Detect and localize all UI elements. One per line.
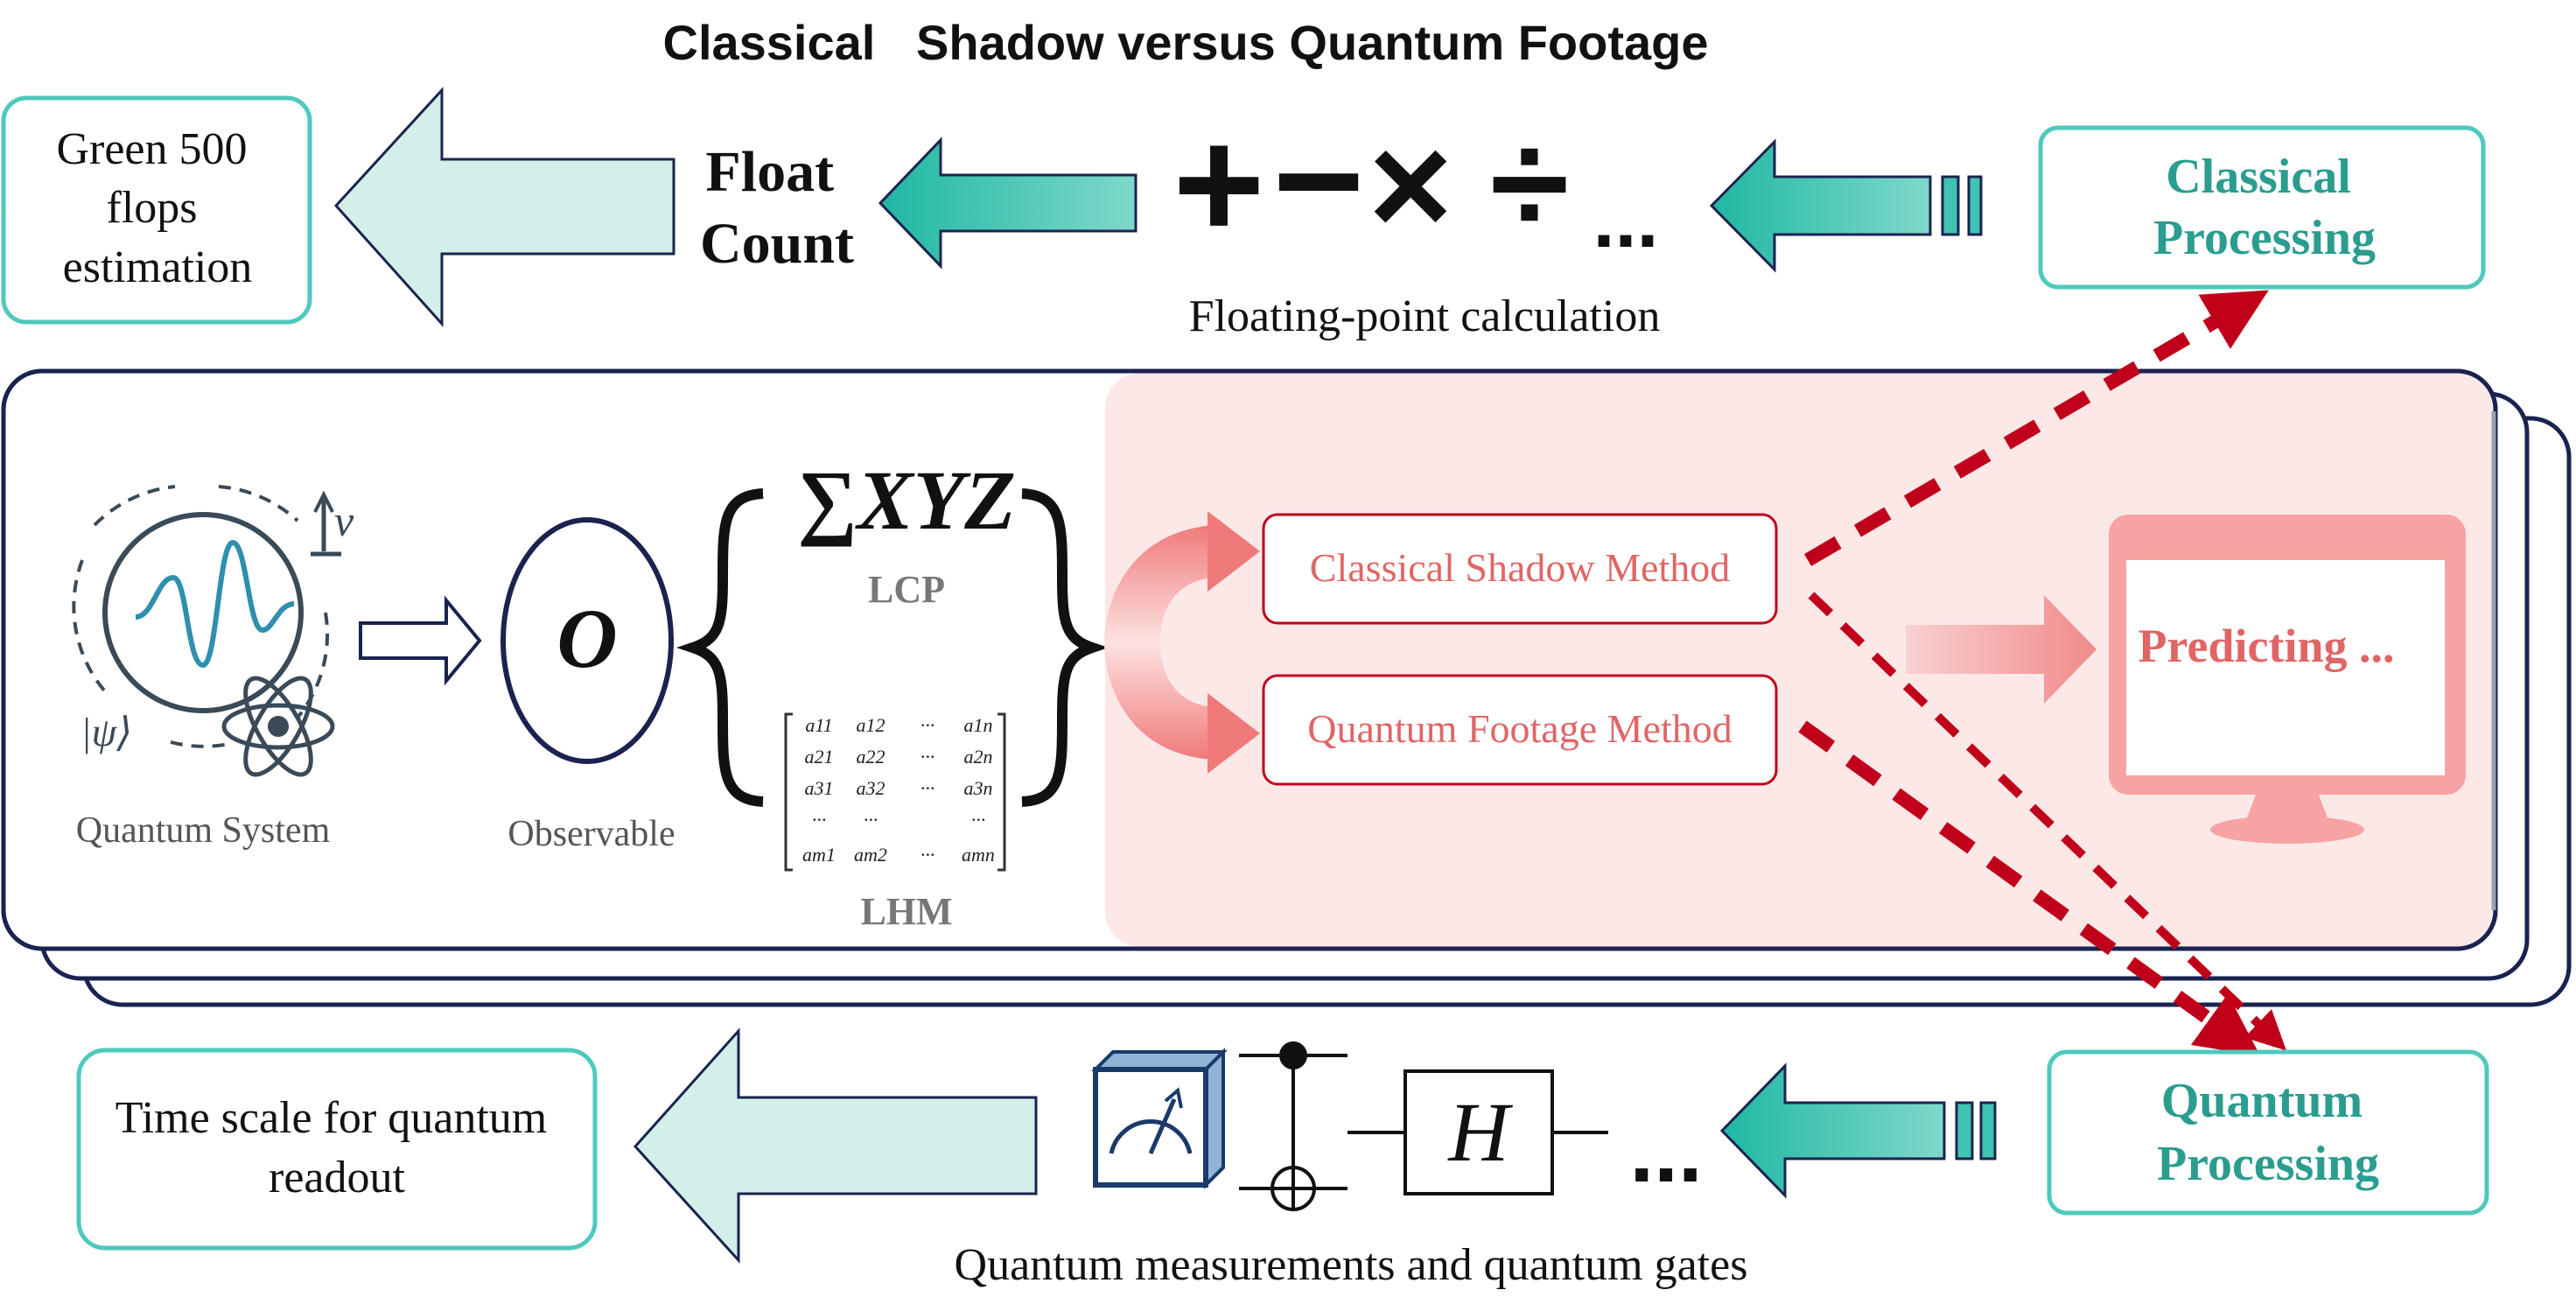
- matrix-cell: ···: [864, 809, 878, 831]
- left-brace-icon: [676, 488, 764, 807]
- matrix-cell: ···: [920, 844, 935, 866]
- svg-text:Green 500 flops es: Green 500 flops estimation: [56, 124, 258, 292]
- matrix-cell: amn: [962, 844, 995, 866]
- gates-ellipsis: ...: [1629, 1103, 1702, 1201]
- hollow-arrow-icon: [359, 595, 482, 686]
- lcp-label: LCP: [868, 568, 945, 611]
- quantum-gates-caption: Quantum measurements and quantum gates: [955, 1240, 1748, 1290]
- green500-line-1: Green 500: [56, 124, 247, 174]
- times-operator: ×: [1368, 104, 1452, 265]
- lhm-label: LHM: [860, 890, 952, 933]
- classical-shadow-method-box: Classical Shadow Method: [1262, 513, 1778, 625]
- light-teal-arrow-bottom: [633, 1027, 1038, 1264]
- svg-text:Time scale for quantum r: Time scale for quantum readout: [116, 1093, 558, 1202]
- quantum-footage-method-box: Quantum Footage Method: [1262, 674, 1778, 786]
- matrix-cell: ···: [920, 746, 935, 768]
- diagram-title: Classical Shadow versus Quantum Footage: [663, 15, 1709, 70]
- observable-ellipse: [500, 517, 674, 764]
- green500-line-3: estimation: [63, 242, 253, 292]
- svg-text:Quantum Processing: Quantum Processing: [2157, 1074, 2379, 1191]
- measurement-icon: [1091, 1048, 1228, 1189]
- atom-icon: [221, 676, 335, 777]
- matrix-cell: ···: [920, 777, 935, 799]
- matrix-cell: ···: [971, 809, 986, 831]
- light-teal-arrow-top: [333, 87, 676, 327]
- divide-operator: ÷: [1490, 102, 1570, 263]
- quantum-processing-box: Quantum Processing: [2047, 1049, 2489, 1216]
- matrix-cell: a11: [805, 714, 832, 736]
- monitor-icon: [2109, 515, 2466, 844]
- float-count-label: Float Count: [700, 140, 854, 276]
- svg-text:H: H: [1446, 1085, 1513, 1179]
- matrix: a11 a12 ··· a1n a21 a22 ··· a2n a31 a32 ··· a3n ··· ·…: [784, 712, 1006, 872]
- matrix-cell: a12: [857, 714, 886, 736]
- matrix-cell: a3n: [964, 777, 993, 799]
- matrix-cell: ···: [812, 809, 827, 831]
- matrix-cell: a22: [857, 746, 886, 768]
- matrix-cell: a2n: [964, 746, 993, 768]
- right-brace-icon: [1021, 488, 1109, 807]
- matrix-cell: a32: [857, 777, 886, 799]
- matrix-cell: am1: [802, 844, 836, 866]
- green500-box: Green 500 flops estimation: [1, 95, 312, 325]
- svg-text:Classical Shadow Method: Classical Shadow Method: [1310, 545, 1730, 590]
- sum-xyz: ∑XYZ: [797, 453, 1016, 547]
- teal-arrow-bottom-right: [1719, 1062, 1997, 1199]
- svg-text:Quantum Footage Method: Quantum Footage Method: [1307, 706, 1732, 751]
- pink-arrow-to-monitor: [1906, 595, 2096, 704]
- cnot-gate-icon: [1239, 1041, 1348, 1211]
- time-scale-box: Time scale for quantum readout: [76, 1048, 598, 1251]
- quantum-system-icon: [72, 485, 341, 777]
- observable-symbol: O: [556, 592, 617, 685]
- matrix-cell: a1n: [964, 714, 993, 736]
- curved-double-arrow: [1104, 511, 1260, 774]
- svg-text:Classical Processing: Classical Processing: [2153, 150, 2376, 265]
- plus-operator: +: [1172, 96, 1264, 272]
- dashed-arrow-shadow-to-quantum: [1808, 592, 2286, 1051]
- matrix-cell: ···: [920, 714, 935, 736]
- ellipsis-operator: ...: [1592, 177, 1658, 264]
- dashed-arrow-footage-to-quantum: [1798, 720, 2261, 1056]
- predicting-text: Predicting ...: [2138, 620, 2395, 672]
- dashed-arrow-to-classical: [1803, 290, 2269, 566]
- matrix-cell: a31: [805, 777, 834, 799]
- matrix-cell: am2: [854, 844, 887, 866]
- green500-line-2: flops: [107, 183, 198, 233]
- minus-operator: −: [1272, 93, 1364, 269]
- floating-point-caption: Floating-point calculation: [1189, 291, 1661, 341]
- matrix-cell: a21: [805, 746, 834, 768]
- teal-arrow-top-right: [1709, 138, 1983, 273]
- operators-group: + − × ÷ ...: [1172, 93, 1658, 272]
- psi-ket: |ψ⟩: [80, 710, 132, 754]
- quantum-system-label: Quantum System: [76, 810, 331, 851]
- red-dashed-arrows: [1798, 290, 2286, 1056]
- nu-symbol: ν: [334, 496, 354, 545]
- teal-arrow-top-left: [878, 137, 1138, 270]
- observable-label: Observable: [508, 814, 675, 854]
- classical-processing-box: Classical Processing: [2038, 125, 2486, 290]
- hadamard-gate-icon: H: [1348, 1069, 1608, 1195]
